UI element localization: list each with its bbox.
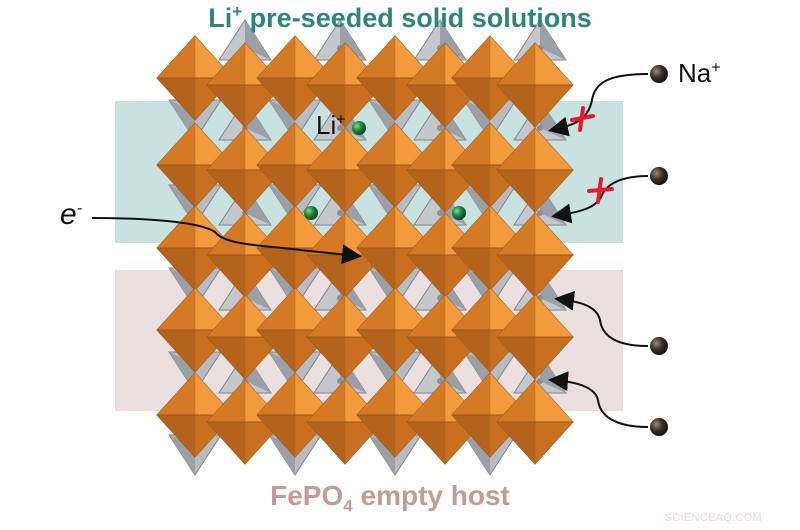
na-label: Na+ [678,58,721,89]
electron-label-sup: - [76,200,83,217]
li-atoms [304,121,466,220]
title-bottom-rest: empty host [352,480,510,511]
li-label-sup: + [336,111,346,129]
blocked-mark-icon [570,106,595,132]
na-ions [548,65,668,436]
title-top-sup: + [232,2,243,21]
electron-path-arrow [91,217,362,265]
li-atom [452,206,466,220]
na-ion [650,337,668,355]
na-label-sup: + [711,59,721,77]
electron-label-text: e [60,198,77,231]
li-label-text: Li [316,110,337,140]
title-bottom-text: FePO [270,480,344,511]
li-atom [352,121,366,135]
na-arrow-blocked-2 [551,175,649,224]
li-label: Li+ [316,110,346,141]
na-arrow-entering-2 [548,371,649,428]
title-top-text: Li [208,3,233,33]
na-ion [650,65,668,83]
na-ion [650,418,668,436]
li-atom [304,206,318,220]
title-top-rest: pre-seeded solid solutions [242,3,592,33]
electron-label: e- [60,198,82,232]
na-arrow-blocked-1 [548,73,649,137]
blocked-mark-icon [587,177,614,204]
na-arrow-entering-1 [554,290,649,347]
na-ion [650,167,668,185]
na-label-text: Na [678,58,712,88]
watermark: SCIENCEAQ.COM [664,512,762,524]
title-fepo4-empty-host: FePO4 empty host [0,480,780,517]
title-bottom-sub: 4 [343,496,353,516]
title-li-pre-seeded: Li+ pre-seeded solid solutions [0,2,800,34]
